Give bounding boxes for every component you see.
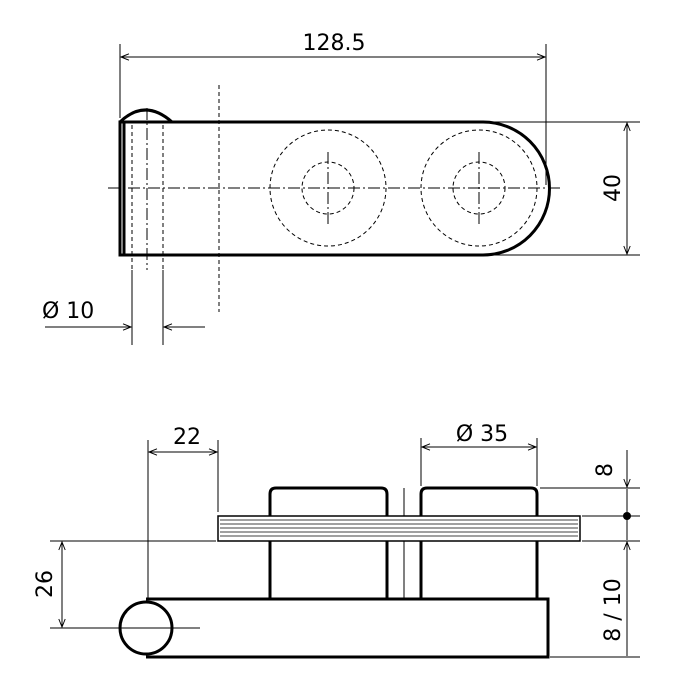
dim-height-label: 40 <box>601 174 626 202</box>
dim-offset-label: 22 <box>173 425 201 450</box>
lower-plate <box>146 597 550 659</box>
dim-plate-label: 8 <box>593 463 618 477</box>
boss-left-outer <box>269 129 387 247</box>
top-view: 128.5 40 Ø 10 <box>42 31 640 345</box>
dim-boss-label: Ø 35 <box>456 422 508 447</box>
lower-boss-right <box>419 541 539 599</box>
pin-cap <box>118 108 173 124</box>
upper-boss-right <box>419 486 539 516</box>
dim-lower-label: 8 / 10 <box>601 578 626 641</box>
dim-pinheight-label: 26 <box>33 570 58 598</box>
side-view: 22 Ø 35 8 8 / 10 26 <box>33 422 640 659</box>
middle-plate-hatch <box>220 519 578 537</box>
boss-right-outer <box>420 129 538 247</box>
upper-boss-left <box>268 486 389 516</box>
dim-pin-label: Ø 10 <box>42 299 94 324</box>
lower-boss-left <box>268 541 389 599</box>
dim-length-label: 128.5 <box>303 31 366 56</box>
top-plate-outline <box>118 120 551 257</box>
